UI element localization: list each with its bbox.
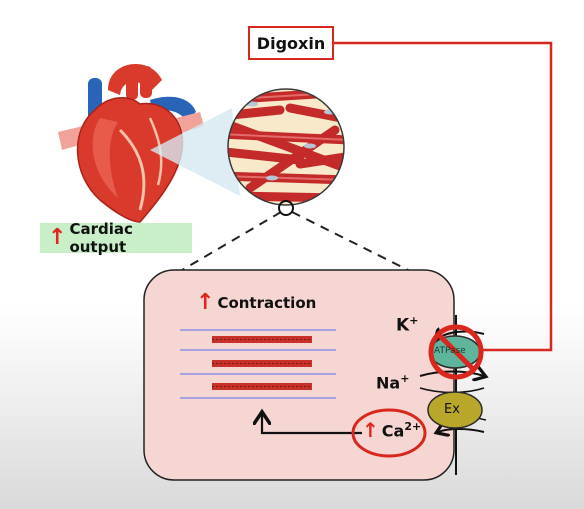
atpase-label: ATPase — [434, 346, 466, 356]
fiber-circle-outline — [227, 88, 345, 206]
zoom-origin — [278, 200, 294, 216]
up-arrow-icon: ↑ — [196, 290, 215, 315]
cardiac-output-label: Cardiac output — [69, 220, 133, 256]
calcium-entry-arrow — [438, 429, 485, 432]
heart-illustration — [58, 63, 204, 223]
sodium-arrow — [419, 372, 484, 377]
zoom-cone — [150, 108, 240, 196]
contraction-label: Contraction — [217, 294, 317, 312]
up-arrow-icon: ↑ — [362, 418, 379, 443]
sarcomere-rows — [180, 329, 336, 399]
up-arrow-icon: ↑ — [48, 225, 67, 250]
contraction-heading: ↑ Contraction — [196, 292, 316, 314]
digoxin-box: Digoxin — [248, 26, 334, 60]
calcium-highlight-circle — [351, 408, 427, 458]
potassium-label: K+ — [396, 314, 419, 336]
sodium-label: Na+ — [376, 372, 410, 393]
calcium-to-sarcomere-arrow — [262, 414, 362, 435]
muscle-fiber-magnified — [228, 89, 344, 205]
cardiac-output-box: ↑ Cardiac output — [40, 220, 192, 256]
zoom-lines — [171, 211, 421, 277]
calcium-label: ↑ Ca2+ — [362, 418, 422, 443]
digoxin-pathway-line — [334, 41, 553, 352]
exchanger-label: Ex — [444, 402, 460, 417]
prohibition-icon — [428, 324, 484, 380]
exchanger — [427, 391, 483, 429]
digoxin-label: Digoxin — [256, 33, 326, 53]
